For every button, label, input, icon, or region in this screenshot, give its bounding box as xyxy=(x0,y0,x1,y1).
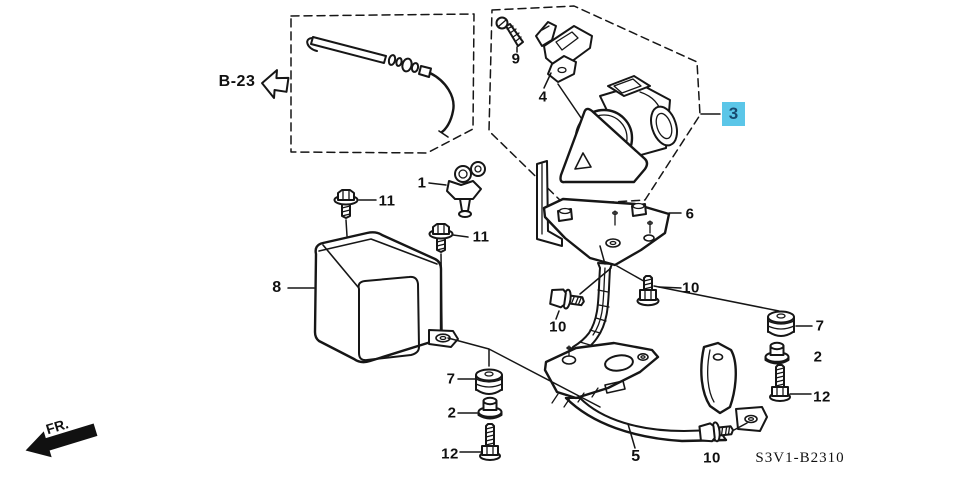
bolt-10c-drawing xyxy=(698,421,735,443)
callout-reference-b23[interactable]: B-23 xyxy=(218,73,256,90)
callout-part-12-right[interactable]: 12 xyxy=(813,388,831,406)
callout-part-4[interactable]: 4 xyxy=(538,88,548,106)
part-3-sensor-drawing xyxy=(559,75,678,184)
front-direction-arrow: FR. xyxy=(25,415,98,458)
sensor-group-dashed-outline xyxy=(488,5,701,206)
part-8-cover-drawing xyxy=(287,231,459,364)
throttle-cable-drawing xyxy=(306,36,455,138)
part-9-screw-drawing xyxy=(495,16,524,53)
reference-arrow-icon xyxy=(261,69,290,99)
callout-part-2-left[interactable]: 2 xyxy=(447,404,457,422)
part-1-clamp-drawing xyxy=(428,161,486,218)
reference-dashed-box xyxy=(290,13,475,154)
callout-part-11-upper[interactable]: 11 xyxy=(378,192,396,210)
callout-part-10-right[interactable]: 10 xyxy=(682,279,700,297)
callout-part-10-left[interactable]: 10 xyxy=(549,318,567,336)
callout-part-1[interactable]: 1 xyxy=(417,174,427,192)
callout-part-5[interactable]: 5 xyxy=(631,448,641,465)
callout-part-12-left[interactable]: 12 xyxy=(441,445,459,463)
front-direction-label: FR. xyxy=(44,415,70,437)
bolt-10a-drawing xyxy=(549,288,585,310)
bolt-11b-drawing xyxy=(428,223,469,331)
callout-part-9[interactable]: 9 xyxy=(511,50,521,68)
part-4-stay-drawing xyxy=(535,21,593,129)
callout-part-8[interactable]: 8 xyxy=(272,279,282,296)
mount-column-left xyxy=(447,337,601,461)
diagram-code: S3V1-B2310 xyxy=(755,450,845,466)
callout-part-2-right[interactable]: 2 xyxy=(813,348,823,366)
mount-column-right xyxy=(653,285,813,402)
callout-part-6[interactable]: 6 xyxy=(685,205,695,223)
bracket-strap-drawing xyxy=(570,245,650,357)
callout-part-7-right[interactable]: 7 xyxy=(815,317,825,335)
callout-part-10-bottom[interactable]: 10 xyxy=(703,449,721,467)
bolt-11a-drawing xyxy=(333,189,377,237)
part-6-bracket-drawing xyxy=(536,160,682,267)
callout-part-11-lower[interactable]: 11 xyxy=(472,228,490,246)
callout-part-7-left[interactable]: 7 xyxy=(446,370,456,388)
bolt-10b-drawing xyxy=(636,275,682,307)
callout-part-3-highlighted[interactable]: 3 xyxy=(722,102,745,126)
